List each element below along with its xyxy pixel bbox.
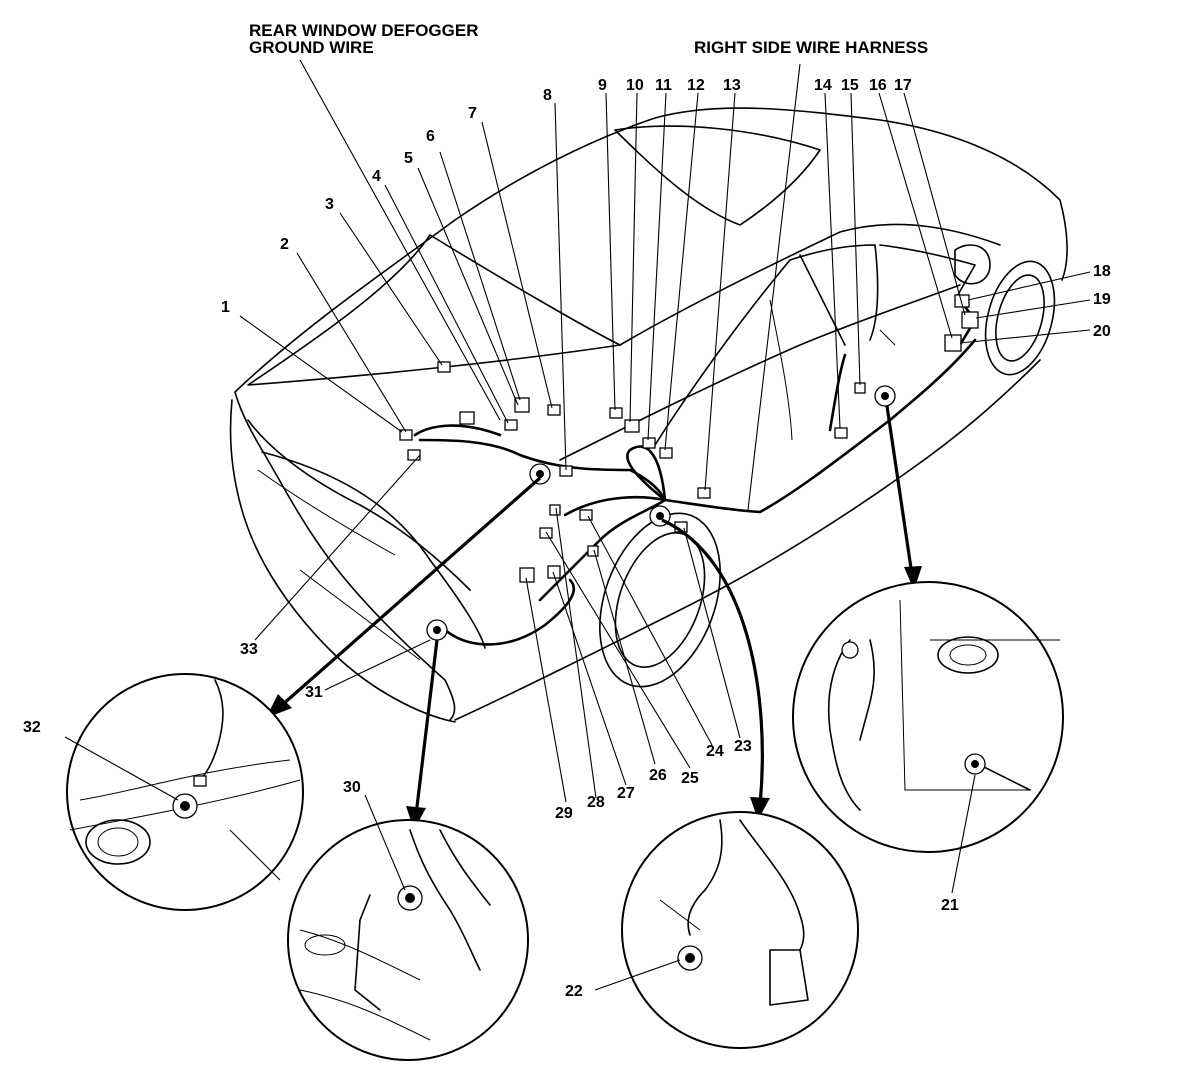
callout-10: 10 (626, 77, 644, 94)
callout-29: 29 (555, 805, 573, 822)
detail-view-21 (792, 581, 1064, 894)
connector-10 (624, 419, 640, 433)
leader-lines (239, 59, 1091, 803)
connector-18 (954, 294, 970, 308)
connector-3 (437, 361, 451, 373)
callout-12: 12 (687, 77, 705, 94)
rear-defogger-label-line2: GROUND WIRE (249, 38, 374, 57)
callout-13: 13 (723, 77, 741, 94)
detail-view-22 (594, 811, 859, 1049)
right-side-wire-harness-label: RIGHT SIDE WIRE HARNESS (694, 38, 928, 57)
rear-defogger-label-line1: REAR WINDOW DEFOGGER (249, 21, 479, 40)
callout-25: 25 (681, 770, 699, 787)
connector-9 (609, 407, 623, 419)
callout-24: 24 (706, 743, 724, 760)
connector-26 (587, 545, 599, 557)
callout-28: 28 (587, 794, 605, 811)
connector-29 (519, 567, 535, 583)
connector-14 (834, 427, 848, 439)
connector-12 (659, 447, 673, 459)
connector-13 (697, 487, 711, 499)
callout-3: 3 (325, 196, 334, 213)
callout-16: 16 (869, 77, 887, 94)
callout-30: 30 (343, 779, 361, 796)
connector-16 (944, 334, 962, 352)
callout-4: 4 (372, 168, 381, 185)
callout-27: 27 (617, 785, 635, 802)
connector-1 (399, 429, 413, 441)
connector-27 (547, 565, 561, 579)
callout-15: 15 (841, 77, 859, 94)
connector-7 (547, 404, 561, 416)
callout-22: 22 (565, 983, 583, 1000)
connector-5 (504, 419, 518, 431)
callout-14: 14 (814, 77, 832, 94)
connector-11 (642, 437, 656, 449)
connector-24 (579, 509, 593, 521)
car-body-outline (229, 107, 1068, 723)
detail-view-32 (64, 673, 304, 911)
connector-6 (514, 397, 530, 413)
callout-1: 1 (221, 299, 230, 316)
callout-21: 21 (941, 897, 959, 914)
callout-33: 33 (240, 641, 258, 658)
callout-8: 8 (543, 87, 552, 104)
callout-11: 11 (655, 77, 672, 94)
callout-2: 2 (280, 236, 289, 253)
callout-23: 23 (734, 738, 752, 755)
detail-view-30 (287, 794, 529, 1061)
ground-points (426, 385, 896, 641)
callout-17: 17 (894, 77, 912, 94)
callout-7: 7 (468, 105, 477, 122)
callout-20: 20 (1093, 323, 1111, 340)
callout-19: 19 (1093, 291, 1111, 308)
callout-5: 5 (404, 150, 413, 167)
connector-4 (459, 411, 475, 425)
callout-9: 9 (598, 77, 607, 94)
callout-numbers: 1 2 3 4 5 6 7 8 9 10 11 12 13 14 15 16 1… (23, 77, 1111, 1000)
callout-6: 6 (426, 128, 435, 145)
connector-19 (961, 311, 979, 329)
callout-31: 31 (305, 684, 323, 701)
connector-28 (549, 504, 561, 516)
callout-26: 26 (649, 767, 667, 784)
callout-32: 32 (23, 719, 41, 736)
callout-18: 18 (1093, 263, 1111, 280)
connector-2 (407, 449, 421, 461)
rear-window-defogger-ground-wire-label: REAR WINDOW DEFOGGER GROUND WIRE (249, 21, 479, 57)
